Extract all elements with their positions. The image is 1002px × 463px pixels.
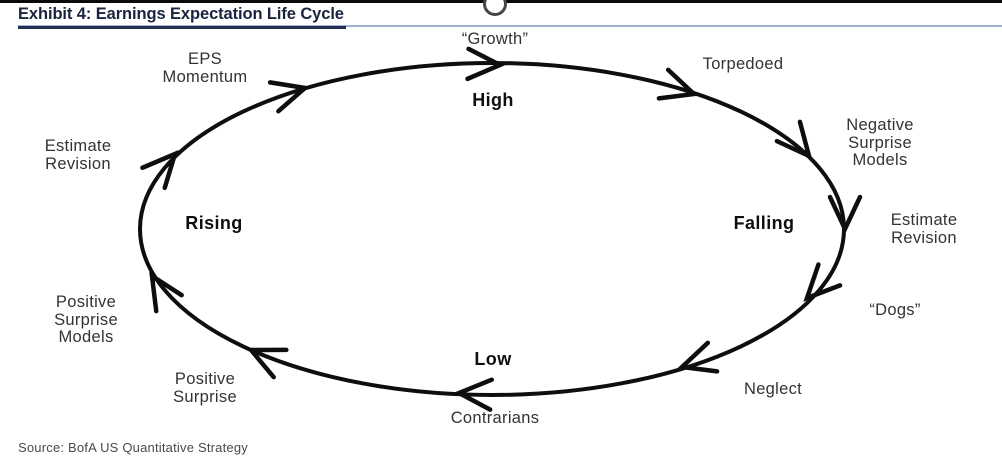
flow-arrow (803, 262, 843, 302)
flow-arrow (453, 377, 494, 412)
label-growth: “Growth” (461, 30, 529, 48)
flow-arrows (140, 46, 863, 412)
flow-arrow (140, 150, 179, 191)
stage-rising: Rising (185, 213, 243, 233)
label-eps-momentum: EPS Momentum (162, 50, 248, 86)
stage-low: Low (474, 349, 512, 369)
label-negative-surprise-models: Negative Surprise Models (846, 116, 914, 170)
flow-arrow (267, 80, 311, 114)
label-estimate-revision-right: Estimate Revision (890, 211, 958, 247)
label-positive-surprise: Positive Surprise (173, 370, 237, 406)
label-dogs: “Dogs” (869, 301, 921, 319)
label-neglect: Neglect (743, 380, 803, 398)
shape-rotation-handle[interactable] (483, 0, 507, 16)
flow-arrow (149, 271, 184, 314)
flow-arrow (676, 340, 720, 374)
label-positive-surprise-models: Positive Surprise Models (54, 293, 118, 347)
label-estimate-revision-left: Estimate Revision (44, 137, 112, 173)
flow-arrow (246, 347, 289, 380)
flow-arrow (656, 67, 700, 101)
flow-arrow (827, 194, 863, 235)
label-contrarians: Contrarians (450, 409, 540, 427)
stage-high: High (472, 90, 514, 110)
source-note: Source: BofA US Quantitative Strategy (18, 440, 248, 455)
flow-arrow (465, 46, 506, 82)
stage-falling: Falling (733, 213, 795, 233)
flow-arrow (774, 119, 813, 161)
title-rule (18, 25, 1002, 27)
label-torpedoed: Torpedoed (702, 55, 784, 73)
exhibit-title: Exhibit 4: Earnings Expectation Life Cyc… (18, 5, 346, 29)
